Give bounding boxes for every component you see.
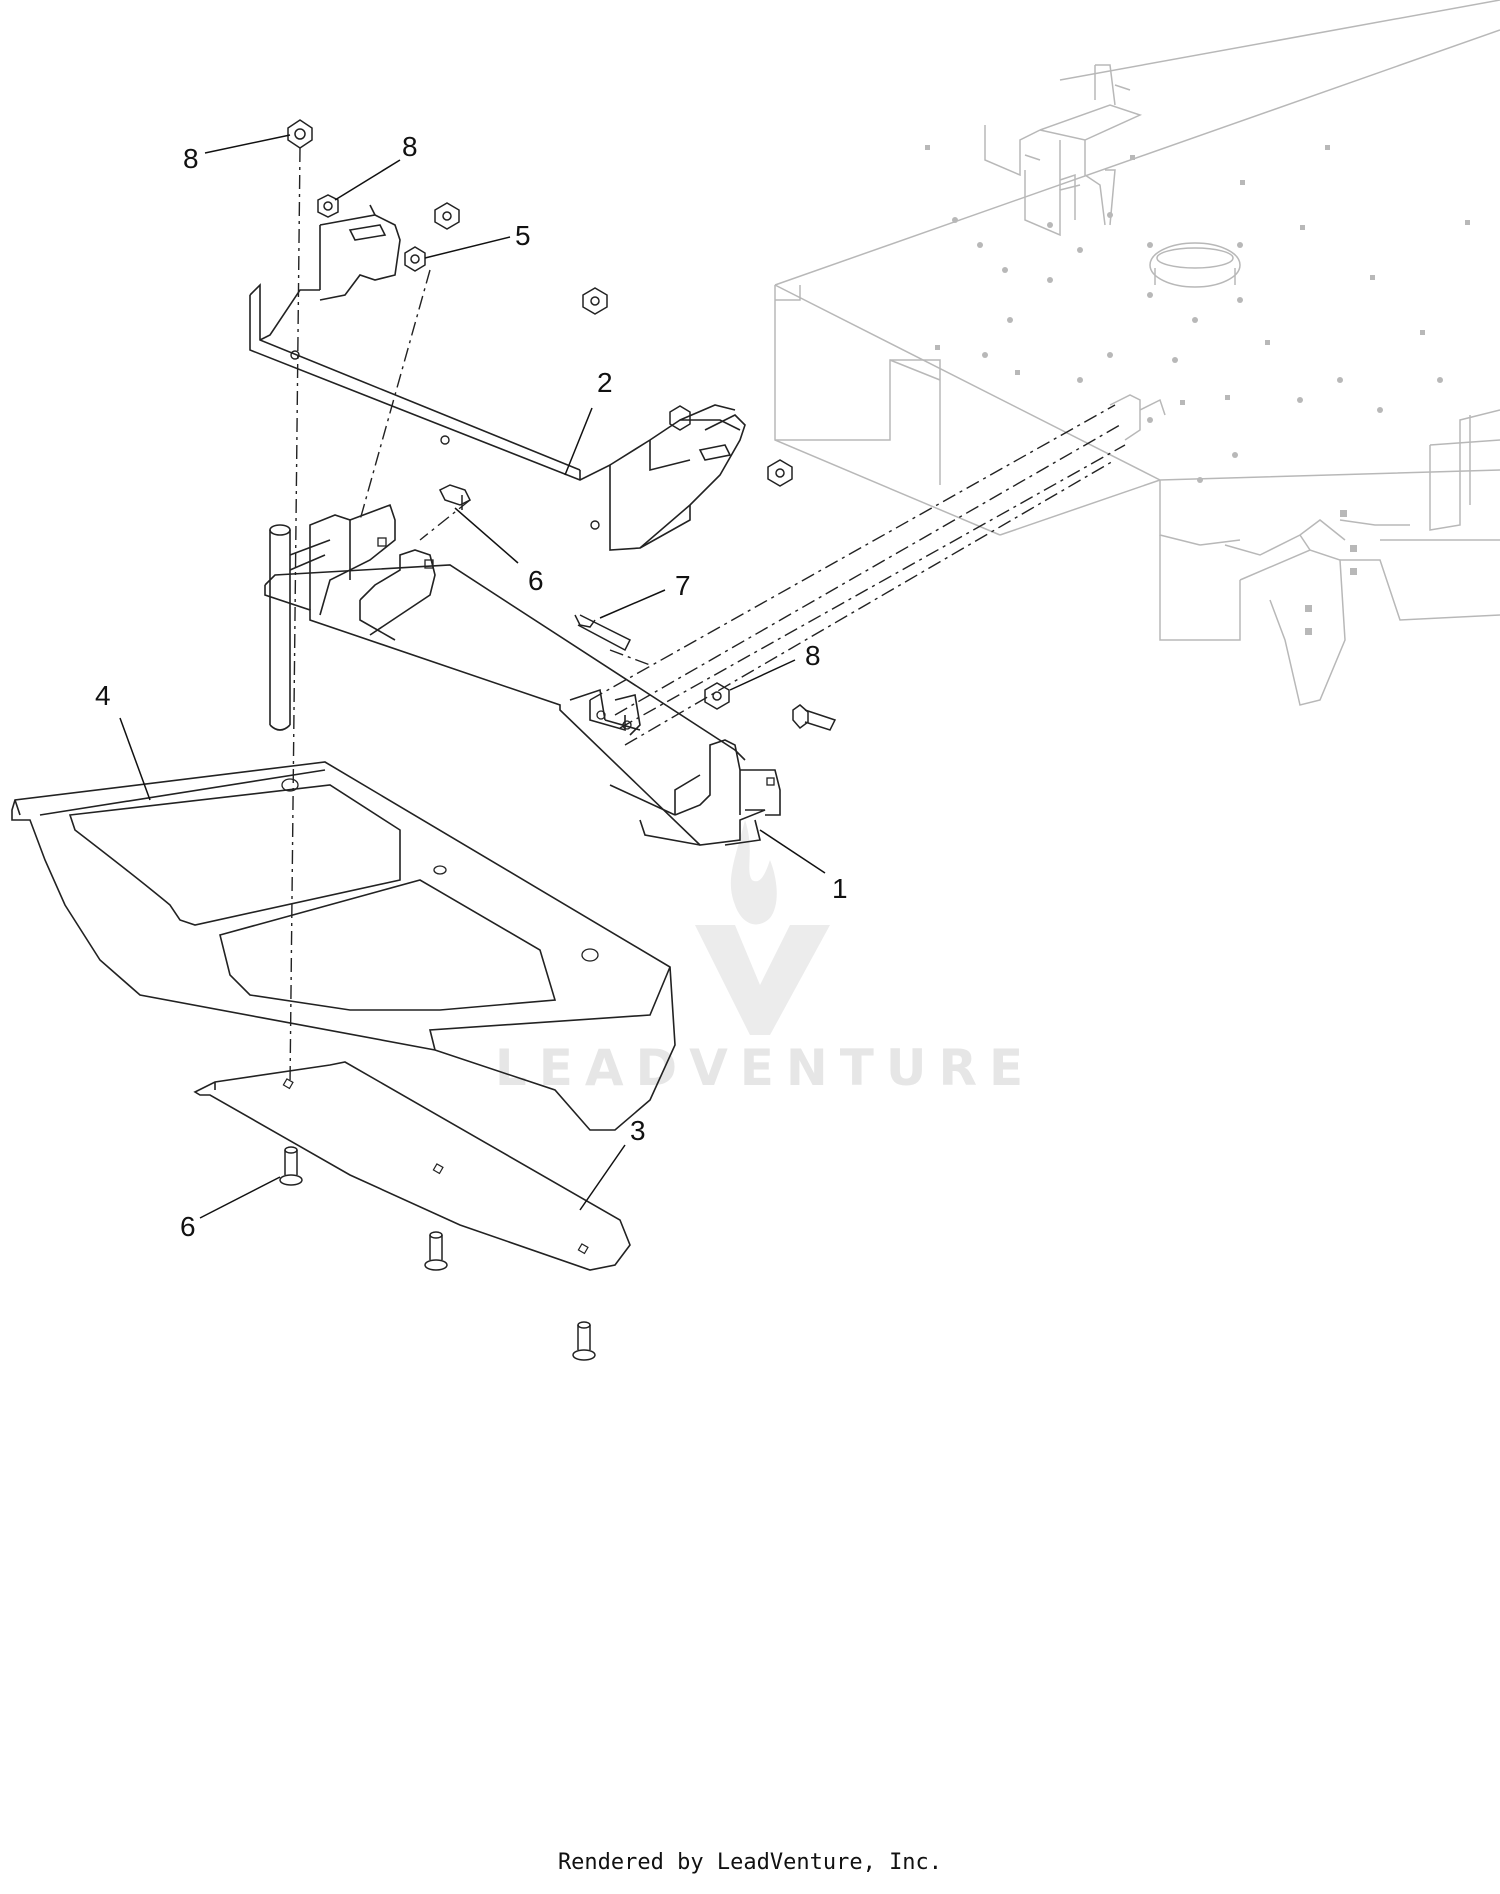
nut-top-right <box>582 287 608 315</box>
hitch-pin <box>269 524 331 731</box>
part-2-holes <box>290 350 600 530</box>
part-3-holes <box>282 1078 589 1255</box>
bolts-lower <box>279 1146 596 1361</box>
nut-top-mid <box>434 202 460 230</box>
part-1-holes <box>377 537 775 786</box>
callout-6-upper: 6 <box>528 565 544 596</box>
part-4-platform <box>11 761 676 1131</box>
callout-1: 1 <box>832 873 848 904</box>
part-4-holes <box>281 778 599 962</box>
part-2-upper-bracket <box>249 204 746 551</box>
callout-8-top-left: 8 <box>183 143 199 174</box>
watermark-logo: LEADVENTURE <box>495 820 1035 1097</box>
callout-7: 7 <box>675 570 691 601</box>
callout-5: 5 <box>515 220 531 251</box>
callout-8-top: 8 <box>402 131 418 162</box>
bolts-middle <box>438 484 837 731</box>
rear-clevis <box>1109 394 1166 441</box>
callout-8-middle: 8 <box>805 640 821 671</box>
part-3-lower-plate <box>193 1061 631 1271</box>
washer-5 <box>404 246 426 272</box>
frame-holes <box>925 145 1470 635</box>
callout-6-lower: 6 <box>180 1211 196 1242</box>
bolt-right <box>792 704 809 730</box>
callout-labels: 8 8 5 2 6 7 8 4 1 3 6 <box>95 131 848 1242</box>
assembly-lines <box>289 147 1126 1086</box>
callout-3: 3 <box>630 1115 646 1146</box>
leader-lines <box>119 134 826 1219</box>
hardware-top <box>287 119 793 487</box>
washer-8 <box>317 194 339 218</box>
bolt-6-upper <box>438 484 472 506</box>
bolt-7 <box>574 614 596 628</box>
washer-mid <box>669 405 691 431</box>
nut-8-top <box>287 119 313 149</box>
mower-frame <box>774 0 1500 706</box>
watermark-text: LEADVENTURE <box>495 1039 1035 1097</box>
nut-8-middle <box>704 682 730 710</box>
callout-4: 4 <box>95 680 111 711</box>
part-1-hitch-bracket <box>264 503 781 846</box>
footer-credit: Rendered by LeadVenture, Inc. <box>557 1850 943 1875</box>
nut-right <box>767 459 793 487</box>
callout-2: 2 <box>597 367 613 398</box>
